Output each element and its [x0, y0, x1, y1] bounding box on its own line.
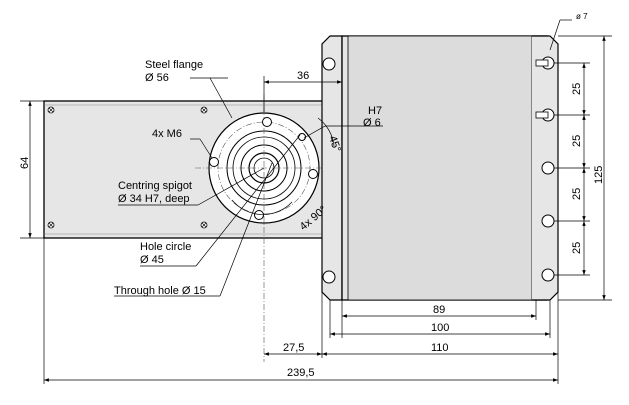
dim-27-5: 27,5	[283, 342, 304, 354]
dim-25-2: 25	[571, 135, 583, 147]
h7-label: H7	[368, 105, 382, 117]
dim-25-4: 25	[571, 242, 583, 254]
dim-239-5: 239,5	[287, 367, 315, 379]
hole-circle-label: Hole circle	[140, 241, 191, 253]
pin-icon	[535, 111, 549, 119]
dim-25-1: 25	[571, 83, 583, 95]
centring-spigot-label: Centring spigot	[118, 180, 192, 192]
dim-64: 64	[19, 157, 31, 169]
hole-circle-dia-label: Ø 45	[140, 254, 164, 266]
dia6-label: Ø 6	[363, 117, 381, 129]
dim-89: 89	[433, 304, 445, 316]
dia7-label: ø 7	[576, 12, 588, 21]
angle45-label: 45°	[326, 134, 343, 154]
dim-125: 125	[593, 166, 605, 184]
plate-hole-icon	[541, 268, 555, 282]
plate-screw-icon	[47, 106, 55, 114]
plate-screw-icon	[47, 221, 55, 229]
dim-100: 100	[431, 322, 449, 334]
plate-screw-icon	[200, 106, 208, 114]
mounting-plate	[321, 35, 559, 301]
steel-flange-dia-label: Ø 56	[145, 72, 169, 84]
plate-hole-icon	[322, 57, 336, 71]
m6-hole-icon	[308, 169, 318, 179]
m6-hole-icon	[254, 210, 264, 220]
dimension-lines	[20, 35, 612, 384]
plate-hole-icon	[541, 214, 555, 228]
m6-hole-icon	[262, 117, 272, 127]
dim-36: 36	[297, 70, 309, 82]
plate-hole-icon	[541, 161, 555, 175]
pin-icon	[535, 59, 549, 67]
dim-110: 110	[431, 342, 449, 354]
dim-25-3: 25	[571, 188, 583, 200]
pin-hole-icon	[298, 133, 306, 141]
through-hole-label: Through hole Ø 15	[114, 285, 206, 297]
leader-lines	[114, 19, 572, 297]
steel-flange-label: Steel flange	[145, 59, 203, 71]
plate-hole-icon	[322, 270, 336, 284]
m6-hole-icon	[209, 157, 219, 167]
centring-spigot-dia-label: Ø 34 H7, deep	[118, 193, 190, 205]
m6-label: 4x M6	[152, 128, 182, 140]
plate-screw-icon	[200, 221, 208, 229]
